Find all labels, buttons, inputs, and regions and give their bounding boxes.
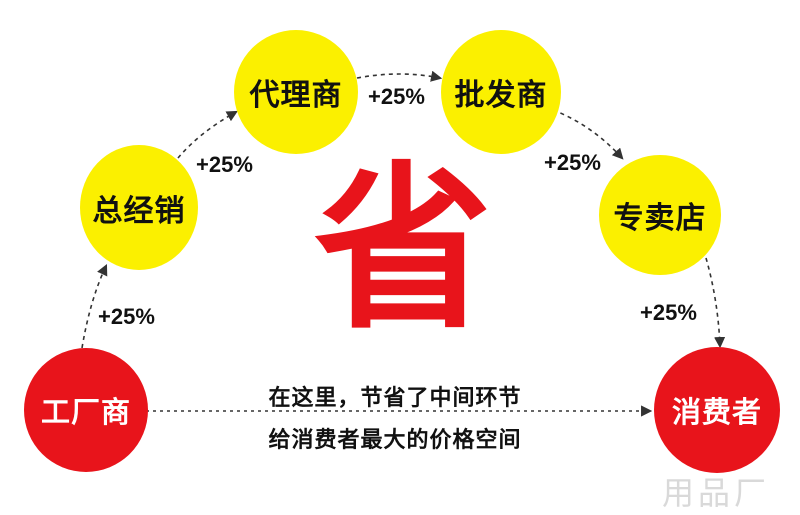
node-store-label: 专卖店 xyxy=(613,201,707,236)
node-consumer-label: 消费者 xyxy=(671,395,762,429)
node-consumer: 消费者 xyxy=(654,347,780,473)
markup-label: +25% xyxy=(640,300,697,325)
node-wholesaler: 批发商 xyxy=(441,30,561,154)
node-factory: 工厂商 xyxy=(24,348,148,472)
arrow-store-to-consumer xyxy=(705,257,726,349)
node-agent-label: 代理商 xyxy=(249,78,343,113)
node-factory-label: 工厂商 xyxy=(40,395,131,429)
arrow-agent-to-wholesaler xyxy=(356,70,443,82)
arrow-factory-to-distributor xyxy=(81,263,108,349)
arrow-wholesaler-to-store xyxy=(552,109,624,160)
tagline-line-1: 在这里，节省了中间环节 xyxy=(268,386,522,411)
markup-label: +25% xyxy=(196,152,253,177)
arrow-distributor-to-agent xyxy=(177,110,238,159)
center-save-character: 省 xyxy=(314,146,492,353)
markup-label: +25% xyxy=(98,304,155,329)
node-distributor-label: 总经销 xyxy=(92,193,186,229)
markup-label: +25% xyxy=(368,84,425,109)
node-store: 专卖店 xyxy=(599,155,721,275)
watermark-text: 用品厂 xyxy=(662,474,771,512)
tagline-line-2: 给消费者最大的价格空间 xyxy=(268,428,522,453)
node-agent: 代理商 xyxy=(234,30,358,154)
node-wholesaler-label: 批发商 xyxy=(454,78,548,113)
markup-label: +25% xyxy=(544,150,601,175)
node-distributor: 总经销 xyxy=(80,145,198,270)
